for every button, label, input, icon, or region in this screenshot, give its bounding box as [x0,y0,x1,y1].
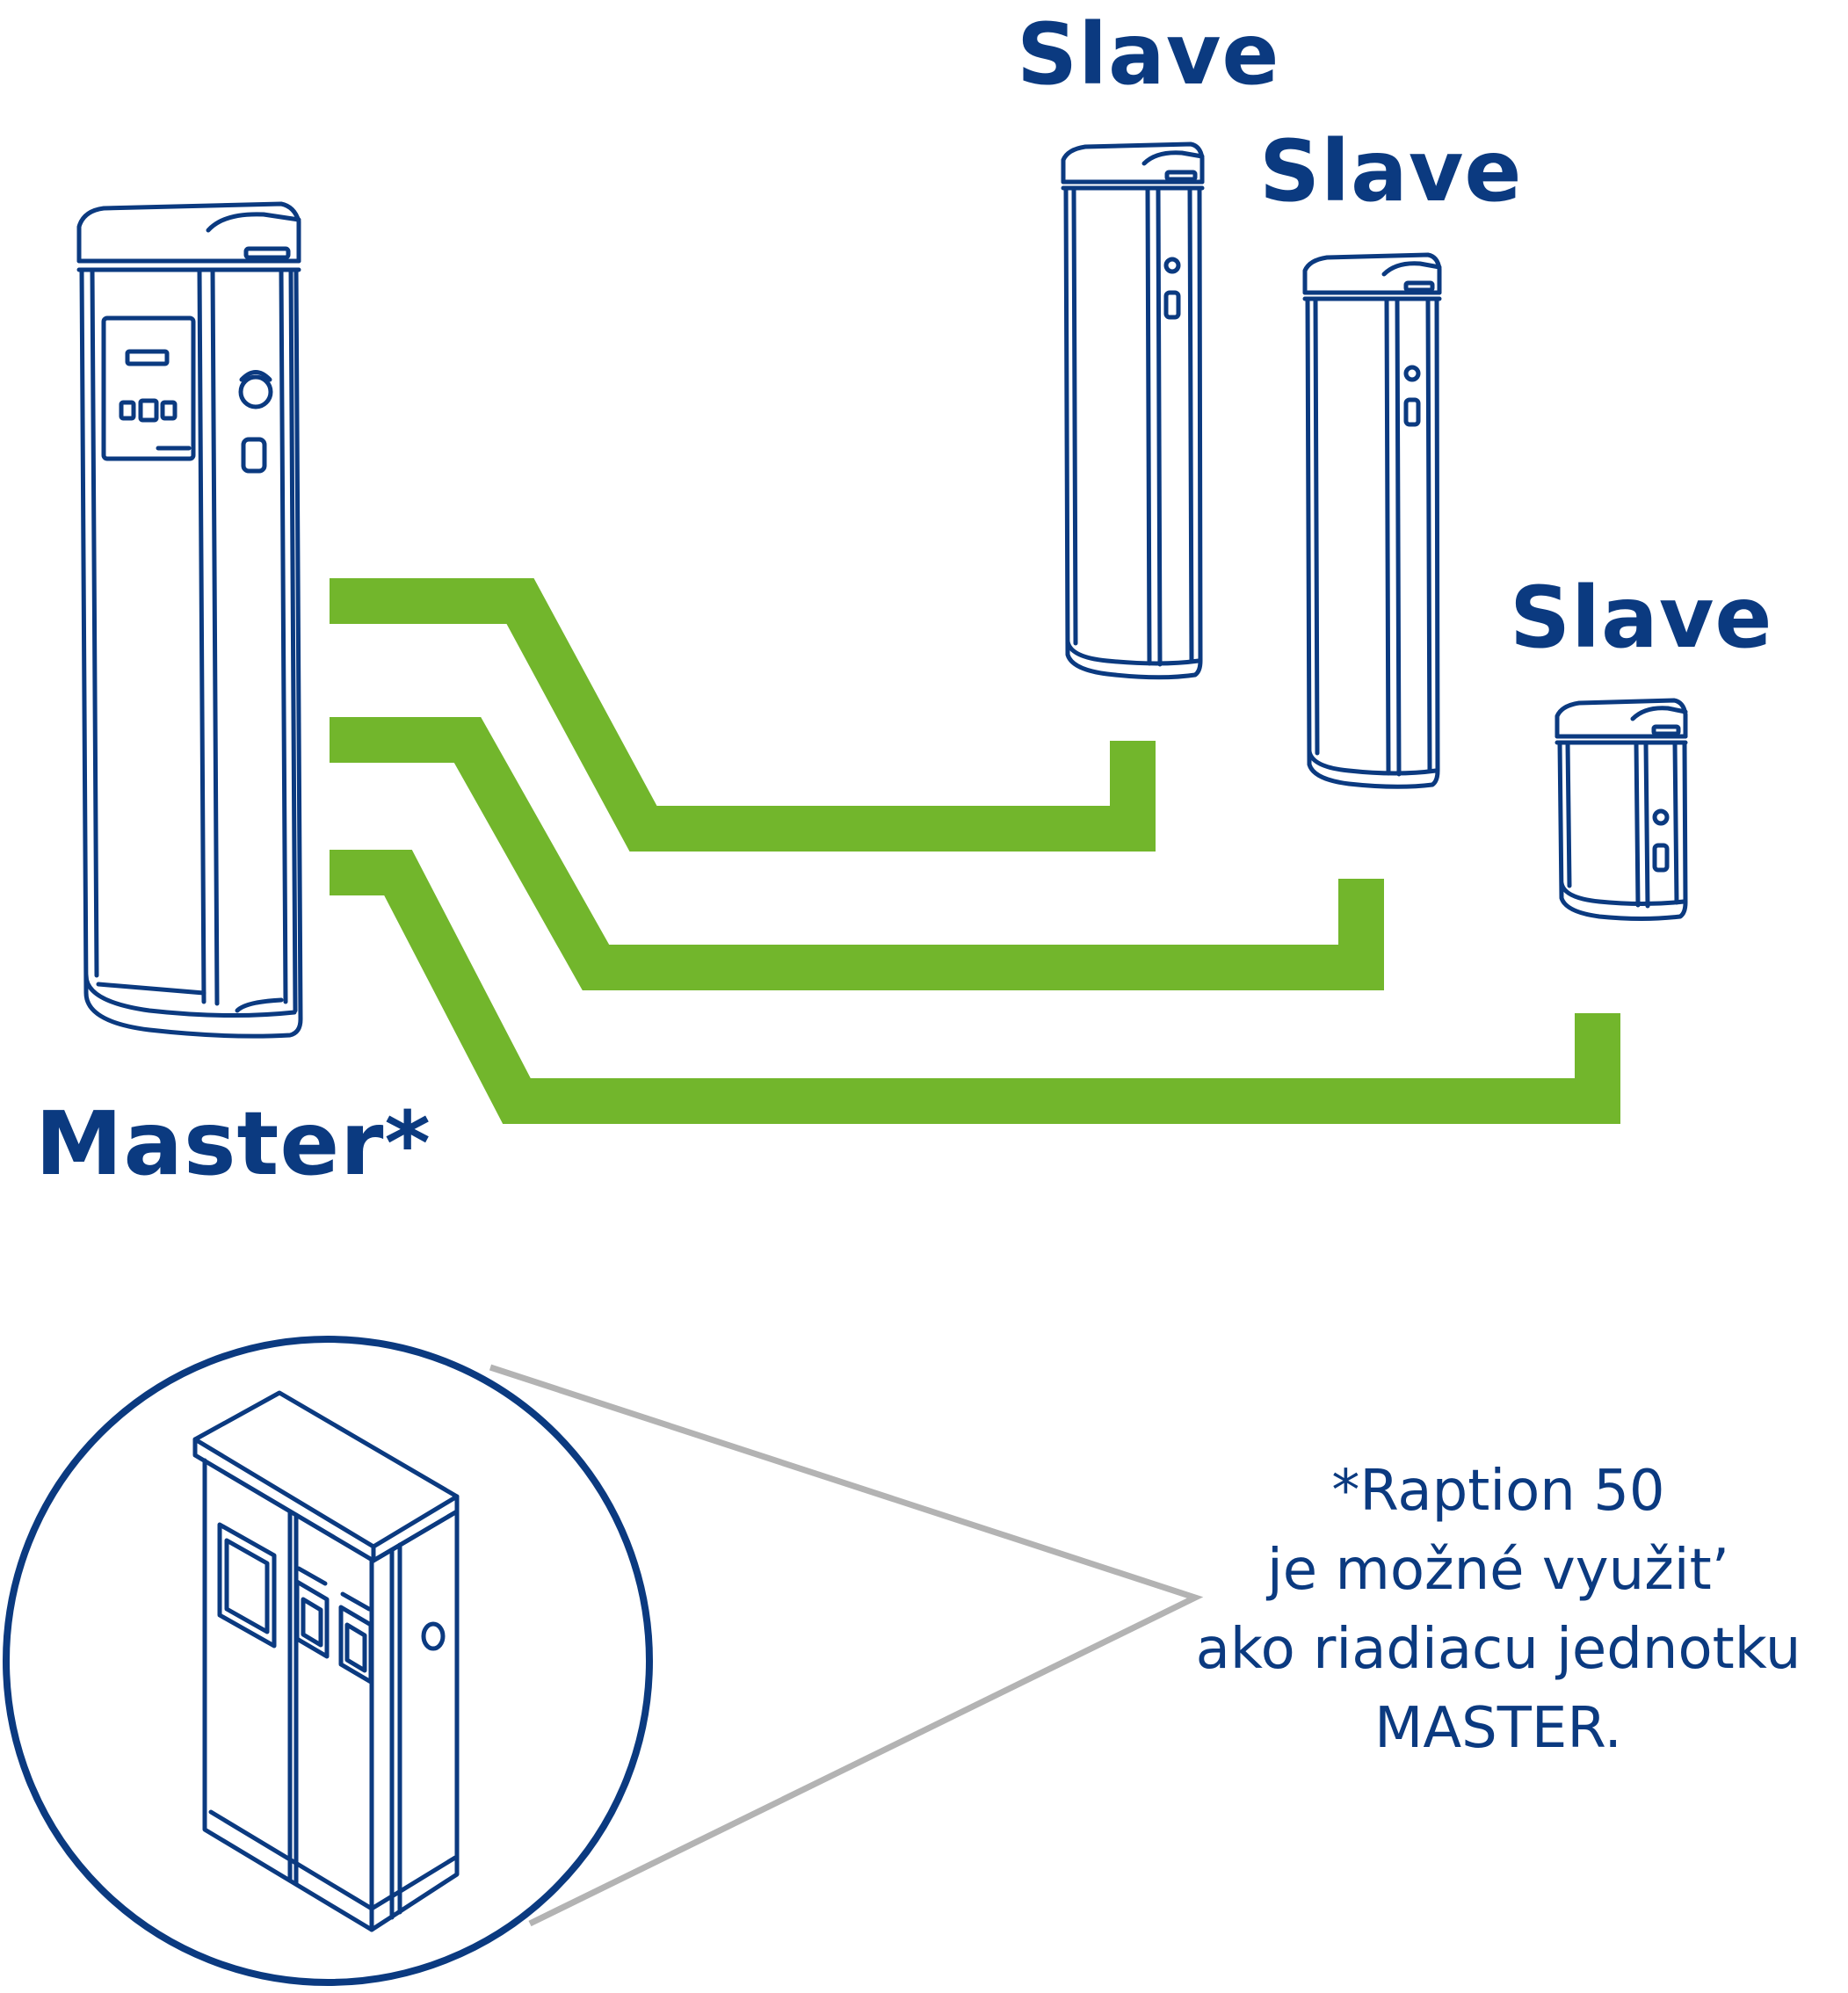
raption-50-cabinet [192,1390,460,1932]
note-line-4: MASTER. [1374,1696,1622,1761]
slave-label-2: Slave [1259,122,1523,221]
master-label: Master* [35,1092,431,1195]
slave-charger-1 [1061,141,1205,680]
slave-charger-3 [1554,698,1688,921]
slave-label-1: Slave [1017,5,1280,104]
connection-line-3 [330,850,1620,1124]
callout-lines [489,1364,1204,1927]
master-charger [76,201,303,1039]
slave-label-3: Slave [1510,569,1773,667]
note-line-1: *Raption 50 [1331,1459,1665,1524]
note-line-3: ako riadiacu jednotku [1195,1617,1801,1682]
connection-line-2 [330,717,1384,990]
connections [330,578,1620,1124]
slave-charger-2 [1302,252,1442,789]
callout-pointer [489,1364,1204,1927]
raption-note: *Raption 50 je možné využit’ ako riadiac… [1147,1452,1848,1768]
connection-line-1 [330,578,1156,852]
zoom-circle [3,1336,653,1986]
note-line-2: je možné využit’ [1267,1538,1729,1603]
